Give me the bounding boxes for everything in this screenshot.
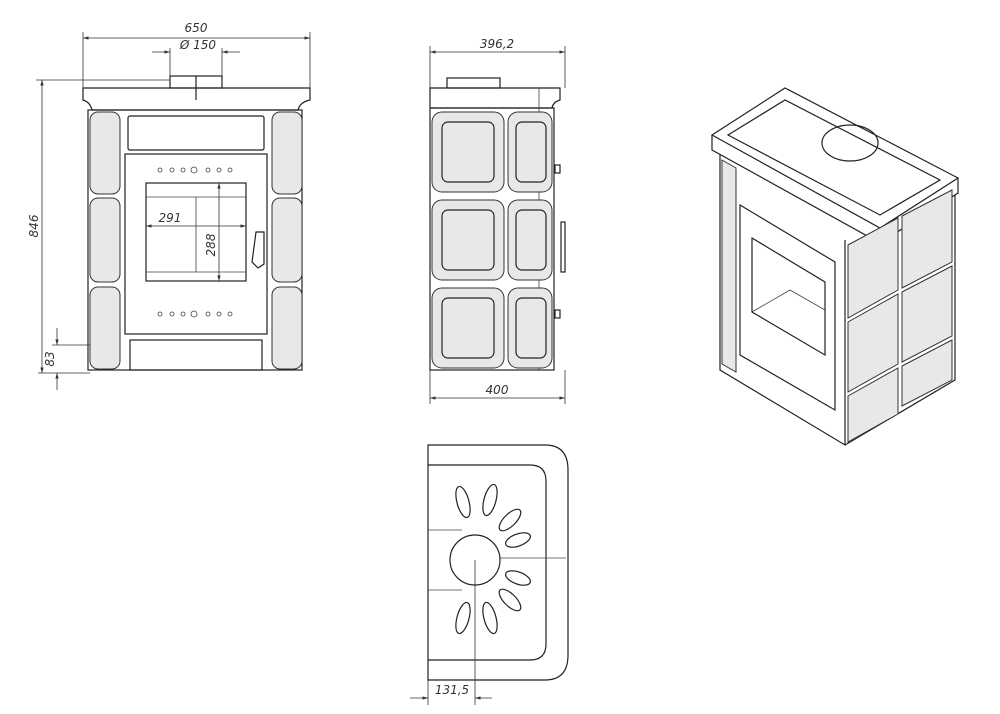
isometric-view <box>710 87 960 447</box>
iso-glass <box>751 236 826 357</box>
door-handle <box>251 231 265 269</box>
top-view: 131,5 <box>410 444 569 705</box>
dim-glass-width: 291 <box>159 211 182 225</box>
dim-depth-400: 400 <box>486 383 509 397</box>
dim-base-83: 83 <box>43 351 57 366</box>
iso-door <box>739 203 836 412</box>
iso-flue <box>821 124 879 162</box>
dim-width-650: 650 <box>185 21 208 35</box>
side-tiles <box>431 111 553 369</box>
left-tiles <box>89 111 121 370</box>
side-view: 396,2 400 <box>429 37 566 404</box>
right-tiles <box>271 111 303 370</box>
front-view: 650 Ø 150 846 83 291 288 <box>27 21 311 390</box>
dim-flue-diameter: Ø 150 <box>179 38 217 52</box>
door-glass <box>145 182 247 282</box>
dim-glass-height: 288 <box>204 233 218 256</box>
vent-slots <box>455 483 531 635</box>
fire-door <box>124 153 268 335</box>
dim-top-depth: 396,2 <box>480 37 514 51</box>
dim-height-846: 846 <box>27 214 41 237</box>
dim-flue-offset: 131,5 <box>435 683 469 697</box>
iso-tiles <box>847 189 953 443</box>
